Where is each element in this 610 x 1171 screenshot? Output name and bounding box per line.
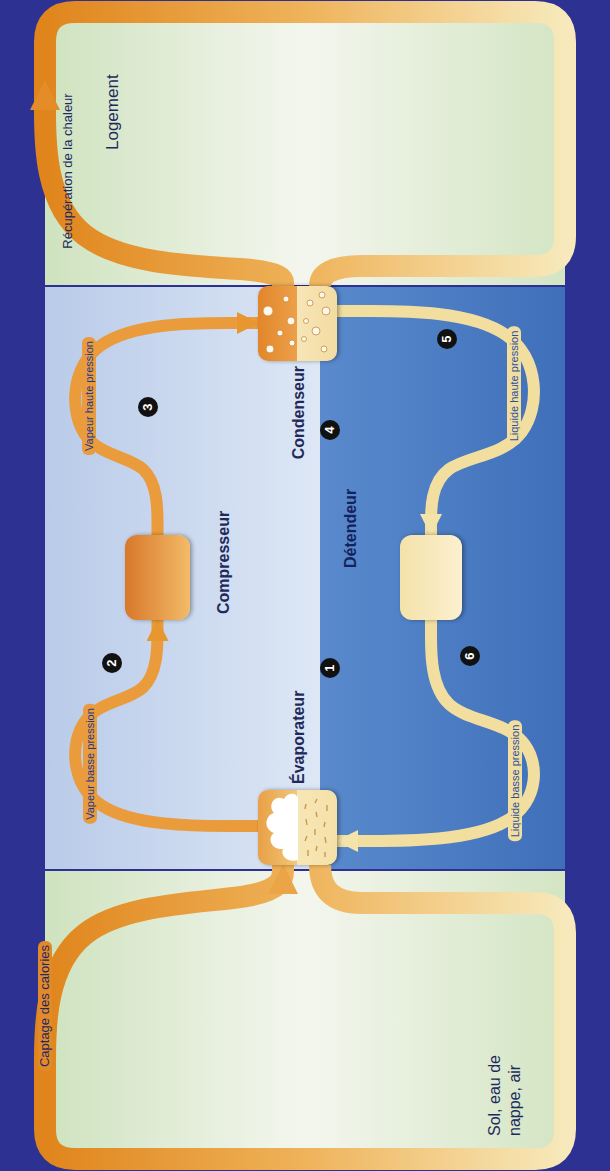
callout-number: 1 [320,658,340,678]
house-ground [45,20,565,285]
vapour-pipe [75,323,258,535]
node-label: Logement [103,74,122,150]
house-panel: Logement [45,20,565,285]
node-label: Sol, eau de nappe, air [485,1036,525,1136]
compressor-box: Compresseur [125,535,190,620]
node-label: Condenseur [288,366,307,459]
flow-label: Récupération de la chaleur [61,89,75,252]
liquid-pipe [337,620,534,841]
bubble [322,307,330,315]
flow-label: Liquide basse pression [508,721,522,842]
callout-number: 4 [320,420,340,440]
evaporator-box: Évaporateur [258,790,337,865]
liquid-marks [305,799,327,857]
flow-label: Vapeur basse pression [83,704,97,824]
bubbles-art [258,286,337,361]
condenser-box: Condenseur [258,286,337,361]
vapour-zone [45,287,320,869]
expansion-valve-box: Détendeur [400,535,462,620]
house-loop-return [45,12,565,286]
callout-number: 3 [138,397,158,417]
bubble [312,327,320,335]
liquid-pipe [337,311,534,535]
heat-source-loop [45,865,283,1091]
flow-label: Liquide haute pression [507,327,521,446]
bubble [304,319,309,324]
callout-number: 5 [437,329,457,349]
bubble [321,346,327,352]
source-panel: Sol, eau de nappe, air [45,871,565,1149]
bubble [287,317,295,325]
node-label: Détendeur [341,489,360,568]
liquid-zone [320,287,565,869]
vapour-cloud [266,794,298,861]
source-loop-return [45,865,565,1159]
bubble [263,306,273,316]
bubble [319,292,325,298]
callout-number: 2 [102,653,122,673]
heating-loop [45,81,283,286]
node-label: Compresseur [214,511,233,614]
node-label: Évaporateur [288,691,307,784]
bubble [307,300,313,306]
bubble [302,337,307,342]
flow-label: Vapeur haute pression [82,337,96,455]
bubble [266,345,274,353]
flow-label: Captage des calories [38,941,52,1071]
bubble [283,296,289,302]
vapour-pipe [75,620,258,826]
callout-number: 6 [460,646,480,666]
bubble [289,340,295,346]
bubble [277,330,283,336]
vapour-cloud-art [258,790,337,865]
